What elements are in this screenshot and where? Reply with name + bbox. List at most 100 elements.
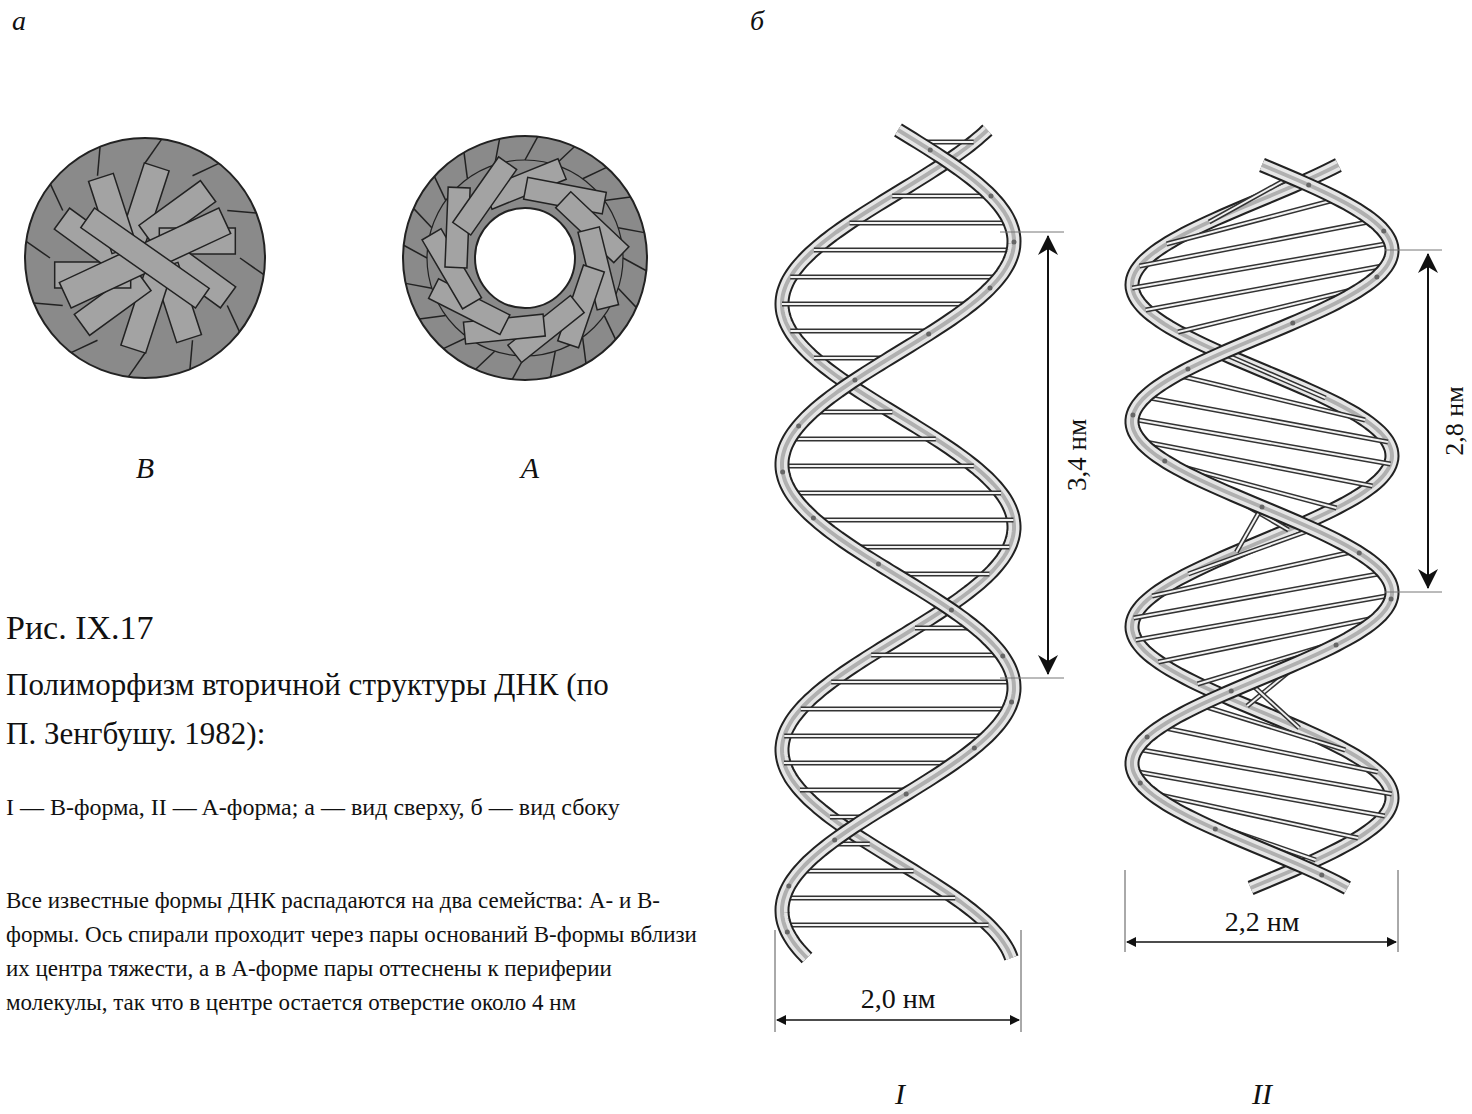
phosphate-dot: [904, 792, 909, 797]
base-pair-bar: [1134, 573, 1384, 618]
phosphate-dot: [1306, 183, 1311, 188]
base-pair-bar: [1188, 529, 1313, 574]
base-pair-bar: [782, 303, 972, 305]
sugar-outline: [604, 197, 630, 200]
base-pair-bar: [784, 761, 954, 766]
base-pair-bar: [1132, 243, 1391, 288]
base-pair-bar: [784, 924, 988, 926]
panel-letter: а: [12, 4, 26, 38]
sugar-outline: [525, 137, 538, 160]
base-pair-bar: [800, 869, 914, 874]
form-label: B: [136, 450, 154, 486]
sugar-outline: [128, 353, 145, 377]
base-pair-bar: [1236, 507, 1262, 552]
sugar-outline: [26, 241, 50, 258]
sugar-outline: [414, 208, 432, 227]
base-pair-bar: [850, 222, 1010, 224]
base-pair-bar: [871, 653, 1002, 658]
base-pair-bar: [1167, 199, 1338, 244]
sugar-outline: [583, 337, 586, 363]
base-pair-bar: [1177, 375, 1365, 420]
base-pair-bar: [782, 465, 974, 467]
pitch-dimension: 2,8 нм: [1439, 386, 1470, 455]
central-hole: [475, 208, 575, 308]
sugar-outline: [443, 337, 467, 348]
a-form-helix: [1130, 165, 1393, 888]
sugar-outline: [98, 147, 101, 176]
base-pair-bar: [1134, 573, 1384, 618]
base-pair-bar: [1167, 199, 1338, 244]
base-pair-bar: [814, 249, 1013, 251]
sugar-outline: [34, 303, 63, 306]
base-pair-bar: [1145, 397, 1388, 442]
caption-legend: I — B-форма, II — A-форма; а — вид сверх…: [6, 790, 706, 824]
phosphate-dot: [811, 516, 816, 521]
base-pair-bar: [852, 546, 1009, 548]
base-pair-bar: [1140, 221, 1374, 266]
base-pair-bar: [852, 545, 1009, 550]
phosphate-dot: [1357, 551, 1362, 556]
base-pair-bar: [1160, 727, 1378, 772]
base-pair-bar: [1236, 507, 1262, 552]
base-pair-bar: [790, 276, 1000, 278]
strand-ribbon: [782, 130, 1014, 958]
base-pair-bar: [1200, 705, 1345, 750]
sugar-outline: [419, 316, 445, 319]
base-pair-bar: [1152, 551, 1356, 596]
dimension-lines: [775, 232, 1442, 1032]
diameter-dimension: 2,0 нм: [861, 982, 936, 1016]
phosphate-dot: [949, 608, 954, 613]
strand-ribbon: [1132, 165, 1392, 888]
base-pair-bar: [789, 437, 935, 442]
phosphate-dot: [785, 930, 790, 935]
base-pair-rect: [59, 208, 230, 308]
strand-outline: [1132, 165, 1392, 888]
sugar-outline: [71, 340, 97, 352]
strand-shade: [782, 130, 1014, 958]
sugar-outline: [227, 211, 256, 214]
strand-shade: [1132, 165, 1392, 888]
phosphate-dot: [987, 286, 992, 291]
phosphate-dot: [876, 562, 881, 567]
phosphate-dot: [1334, 643, 1339, 648]
base-pair-bar: [784, 896, 955, 901]
phosphate-dot: [780, 470, 785, 475]
strand-ribbon: [1132, 165, 1392, 888]
phosphate-dot: [1145, 735, 1150, 740]
base-pair-rect: [81, 208, 209, 308]
phosphate-dot: [1389, 597, 1394, 602]
base-pair-bar: [850, 221, 1010, 226]
ring-outline: [427, 160, 623, 356]
phosphate-dot: [1130, 413, 1135, 418]
sugar-outline: [434, 176, 445, 200]
panel-letter: б: [750, 4, 764, 38]
base-pair-bar: [801, 708, 1009, 710]
base-pair-bar: [1137, 749, 1392, 794]
phosphate-dot: [852, 378, 857, 383]
base-pair-bar: [784, 923, 988, 928]
form-label: A: [521, 450, 539, 486]
caption-body: Все известные формы ДНК распадаются на д…: [6, 884, 706, 1020]
base-pair-bar: [1140, 221, 1374, 266]
sugar-outline: [604, 316, 615, 340]
phosphate-dot: [1290, 321, 1295, 326]
base-pair-bar: [791, 492, 1001, 494]
form-number: II: [1252, 1076, 1272, 1112]
diameter-dimension: 2,2 нм: [1225, 905, 1300, 939]
base-pair-bar: [800, 789, 913, 791]
sugar-outline: [227, 306, 239, 332]
b-form-top-view: [25, 138, 265, 378]
base-pair-bar: [814, 248, 1013, 253]
phosphate-dot: [972, 746, 977, 751]
base-pair-bar: [871, 654, 1002, 656]
phosphate-dot: [1229, 689, 1234, 694]
strand-shade: [782, 130, 1014, 958]
sugar-outline: [618, 288, 636, 307]
sugar-outline: [193, 163, 219, 175]
phosphate-dot: [1381, 229, 1386, 234]
phosphate-dot: [988, 194, 993, 199]
base-pair-bar: [789, 438, 935, 440]
phosphate-dot: [1374, 275, 1379, 280]
base-pair-bar: [790, 330, 933, 332]
phosphate-dot: [1260, 505, 1265, 510]
